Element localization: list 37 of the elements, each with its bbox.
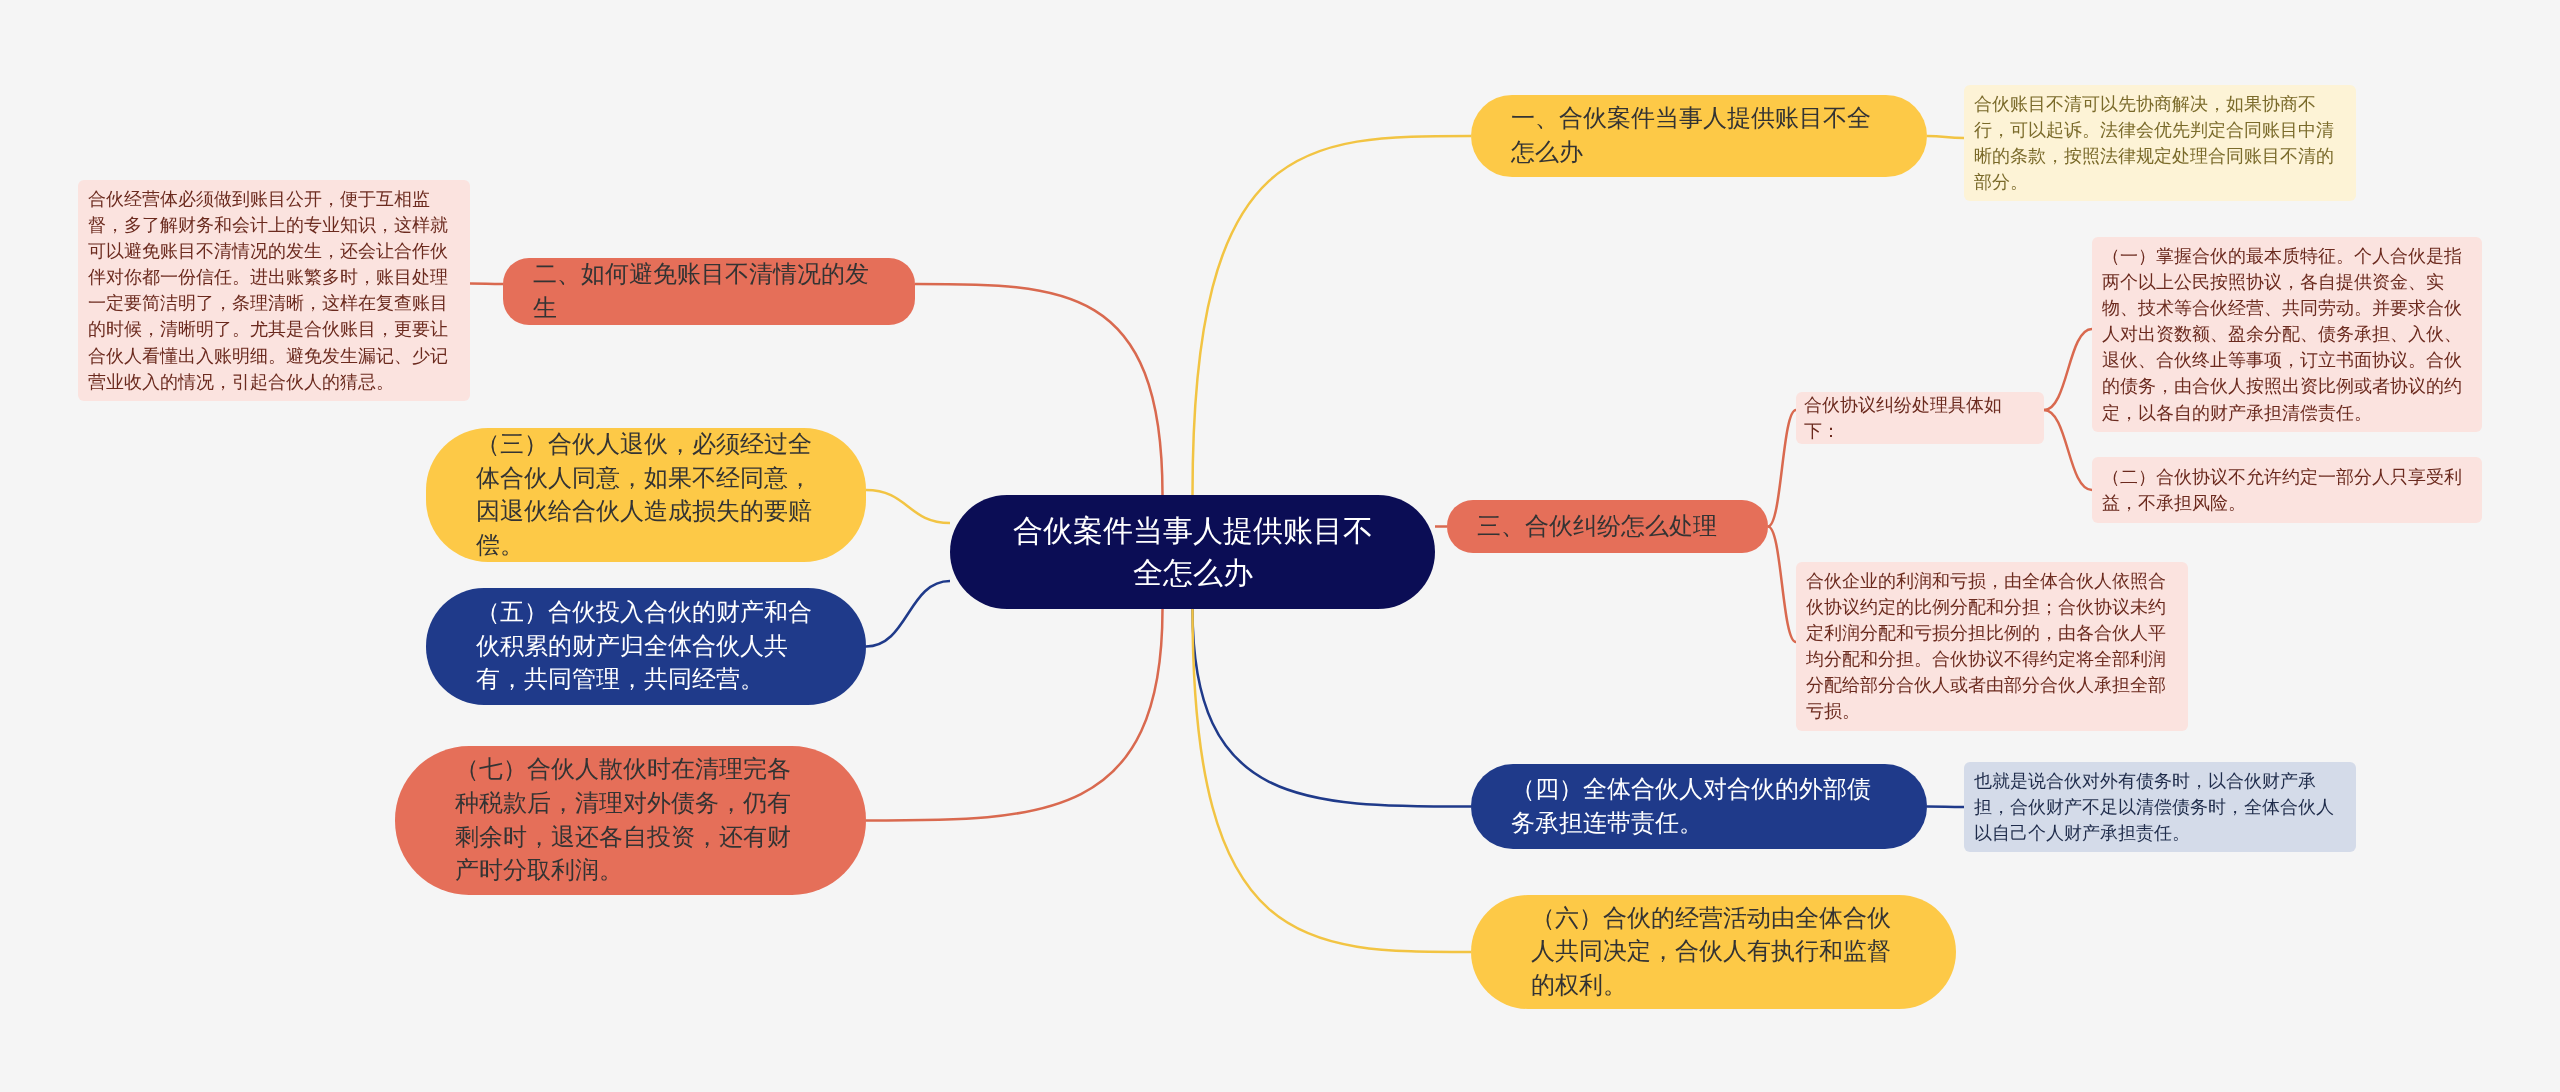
- note-text: （二）合伙协议不允许约定一部分人只享受利益，不承担风险。: [2102, 464, 2463, 515]
- topic-text: （三）合伙人退伙，必须经过全体合伙人同意，如果不经同意，因退伙给合伙人造成损失的要赔偿。: [476, 429, 813, 561]
- connector: [865, 488, 951, 525]
- connector: [1927, 134, 1964, 140]
- topic-title: 合伙案件当事人提供账目不全怎么办: [1011, 512, 1374, 592]
- topic-text: （七）合伙人散伙时在清理完各种税款后，清理对外债务，仍有剩余时，退还各自投资，还有财产时分取利润。: [455, 754, 792, 887]
- note-card: [1964, 85, 2356, 202]
- connector: [865, 579, 951, 648]
- topic-text: （四）全体合伙人对合伙的外部债务承担连带责任。: [1511, 773, 1872, 839]
- note-card: [2092, 457, 2482, 523]
- connector: [1767, 409, 1797, 528]
- connector: [1435, 525, 1447, 528]
- connector: [470, 282, 503, 286]
- note-text: 合伙企业的利润和亏损，由全体合伙人依照合伙协议约定的比例分配和分担；合伙协议未约定利润分配和亏损分担比例的，由各合伙人平均分配和分担。合伙协议不得约定将全部利润分配给部分合伙人或者由部分合伙人承担全部亏损。: [1806, 569, 2167, 724]
- connector: [1191, 608, 1471, 954]
- topic-text: 三、合伙纠纷怎么处理: [1477, 510, 1717, 542]
- connector: [866, 608, 1164, 822]
- connector: [1767, 525, 1797, 644]
- topic-pill: [503, 258, 915, 326]
- topic-text: 二、如何避免账目不清情况的发生: [533, 259, 870, 324]
- topic-text: （六）合伙的经营活动由全体合伙人共同决定，合伙人有执行和监督的权利。: [1531, 902, 1892, 1001]
- note-text: 合伙经营体必须做到账目公开，便于互相监督，多了解财务和会计上的专业知识，这样就可以避免账目不清情况的发生，还会让合作伙伴对你都一份信任。进出账繁多时，账目处理一定要简洁明了，条理清晰，这样在复查账目的时候，清晰明了。尤其是合伙账目，更要让合伙人看懂出入账明细。避免发生漏记、少记营业收入的情况，引起合伙人的猜忌。: [88, 187, 449, 394]
- connector: [2043, 327, 2093, 412]
- connector: [1927, 805, 1964, 809]
- topic-text: （五）合伙投入合伙的财产和合伙积累的财产归全体合伙人共有，共同管理，共同经营。: [476, 597, 813, 696]
- connector: [915, 282, 1164, 496]
- note-text: 合伙账目不清可以先协商解决，如果协商不行，可以起诉。法律会优先判定合同账目中清晰的条款，按照法律规定处理合同账目不清的部分。: [1974, 92, 2335, 195]
- connector: [1191, 134, 1471, 496]
- topic-text: 一、合伙案件当事人提供账目不全怎么办: [1511, 103, 1872, 168]
- connector: [2043, 408, 2093, 492]
- topic-pill: [1447, 500, 1768, 553]
- note-card: [1796, 562, 2188, 731]
- note-text: （一）掌握合伙的最本质特征。个人合伙是指两个以上公民按照协议，各自提供资金、实物、技术等合伙经营、共同劳动。并要求合伙人对出资数额、盈余分配、债务承担、入伙、退伙、合伙终止等事项，订立书面协议。合伙的债务，由合伙人按照出资比例或者协议的约定，以各自的财产承担清偿责任。: [2102, 244, 2463, 425]
- note-card: [1964, 762, 2356, 853]
- note-card: [1796, 392, 2044, 445]
- note-text: 合伙协议纠纷处理具体如下：: [1804, 393, 2003, 444]
- note-text: 也就是说合伙对外有债务时，以合伙财产承担，合伙财产不足以清偿债务时，全体合伙人以自己个人财产承担责任。: [1974, 769, 2335, 846]
